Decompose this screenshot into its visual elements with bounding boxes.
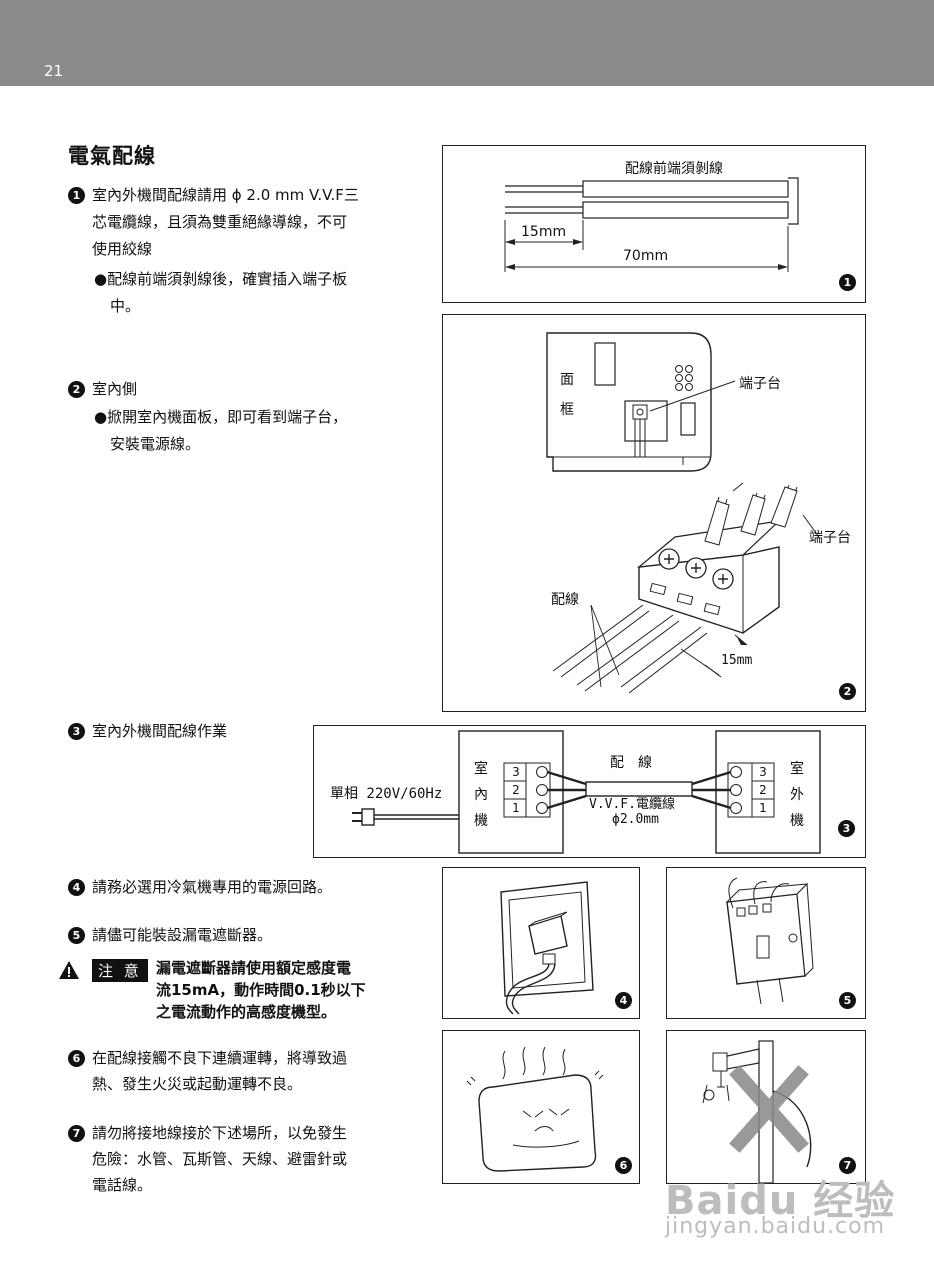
wiring-diagram <box>352 730 821 854</box>
warning-line-3: 之電流動作的高感度機型。 <box>156 1003 337 1021</box>
breaker-illustration <box>725 877 814 1005</box>
terminal-block-diagram <box>546 332 820 694</box>
step-6: 6 在配線接觸不良下連續運轉，將導致過 熱、發生火災或起動運轉不良。 <box>68 1045 347 1097</box>
step-2: 2 室內側 <box>68 376 137 403</box>
figure-badge-3: 3 <box>838 820 855 837</box>
warning-line-2: 流15mA，動作時間0.1秒以下 <box>156 981 366 999</box>
step-number-7: 7 <box>68 1125 85 1142</box>
step-1-note: ●配線前端須剝線後，確實插入端子板 中。 <box>94 266 347 320</box>
outdoor-terminals: 3 2 1 <box>757 763 769 817</box>
warning-label: 注 意 <box>92 959 148 982</box>
dimension-70mm: 70mm <box>623 248 669 264</box>
indoor-char-1: 室 <box>474 761 488 777</box>
step-2-label: 室內側 <box>92 380 138 398</box>
indoor-terminal-2: 2 <box>512 783 520 797</box>
outdoor-char-1: 室 <box>790 761 804 777</box>
figure-5-breaker: 5 <box>666 867 866 1019</box>
step-number-3: 3 <box>68 723 85 740</box>
figure-1-caption: 配線前端須剝線 <box>625 161 723 177</box>
step-number-6: 6 <box>68 1050 85 1067</box>
indoor-terminal-3: 3 <box>512 765 520 779</box>
step-6-line-1: 在配線接觸不良下連續運轉，將導致過 <box>92 1049 348 1067</box>
figure-badge-7: 7 <box>839 1157 856 1174</box>
step-number-1: 1 <box>68 187 85 204</box>
figure-badge-4: 4 <box>615 992 632 1009</box>
diameter-label: ϕ2.0mm <box>612 812 659 827</box>
figure-1-wire-strip: 配線前端須剝線 15mm 70mm 1 <box>442 145 866 303</box>
indoor-unit-label: 室 內 機 <box>474 756 488 834</box>
figure-7-pipe: 7 <box>666 1030 866 1184</box>
step-3-label: 室內外機間配線作業 <box>92 722 228 740</box>
indoor-char-3: 機 <box>474 813 488 829</box>
figure-badge-5: 5 <box>839 992 856 1009</box>
figure-badge-1: 1 <box>839 274 856 291</box>
label-wiring: 配線 <box>551 592 579 608</box>
step-7: 7 請勿將接地線接於下述場所，以免發生 危險：水管、瓦斯管、天線、避雷針或 電話… <box>68 1120 347 1198</box>
outdoor-unit-label: 室 外 機 <box>790 756 804 834</box>
label-terminal-right: 端子台 <box>809 530 851 546</box>
outdoor-char-2: 外 <box>790 787 804 803</box>
warning-icon <box>59 961 79 979</box>
step-2-note: ●掀開室內機面板，即可看到端子台， 安裝電源線。 <box>94 404 347 458</box>
power-label: 單相 220V/60Hz <box>330 786 443 802</box>
step-2-note-line-1: ●掀開室內機面板，即可看到端子台， <box>94 408 348 426</box>
step-1-note-line-2: 中。 <box>110 297 141 315</box>
label-terminal-top: 端子台 <box>739 376 781 392</box>
cable-label: V.V.F.電纜線 <box>589 797 675 812</box>
step-7-line-1: 請勿將接地線接於下述場所，以免發生 <box>92 1124 348 1142</box>
figure-badge-6: 6 <box>615 1157 632 1174</box>
header-bar: 21 <box>0 0 934 86</box>
label-panel-1: 面 <box>560 372 574 388</box>
step-number-2: 2 <box>68 381 85 398</box>
outdoor-terminal-2: 2 <box>759 783 767 797</box>
dimension-15mm-2: 15mm <box>721 653 753 668</box>
step-1-note-line-1: ●配線前端須剝線後，確實插入端子板 <box>94 270 348 288</box>
outdoor-terminal-3: 3 <box>759 765 767 779</box>
warning-text: 漏電遮斷器請使用額定感度電 流15mA，動作時間0.1秒以下 之電流動作的高感度… <box>156 957 406 1023</box>
step-2-note-line-2: 安裝電源線。 <box>110 435 201 453</box>
dimension-15mm: 15mm <box>521 224 567 240</box>
step-number-4: 4 <box>68 879 85 896</box>
step-number-5: 5 <box>68 927 85 944</box>
figure-3-wiring: 單相 220V/60Hz 室 內 機 室 外 機 3 2 1 3 2 1 配 線… <box>313 725 866 858</box>
watermark-url: jingyan.baidu.com <box>665 1214 886 1239</box>
wiring-label: 配 線 <box>610 755 652 771</box>
indoor-char-2: 內 <box>474 787 488 803</box>
step-6-line-2: 熱、發生火災或起動運轉不良。 <box>92 1075 303 1093</box>
figure-badge-2: 2 <box>839 683 856 700</box>
indoor-terminal-1: 1 <box>512 801 520 815</box>
indoor-terminals: 3 2 1 <box>510 763 522 817</box>
figure-6-overheat: 6 <box>442 1030 640 1184</box>
outdoor-terminal-1: 1 <box>759 801 767 815</box>
figure-4-outlet: 4 <box>442 867 640 1019</box>
outdoor-char-3: 機 <box>790 813 804 829</box>
step-7-line-2: 危險：水管、瓦斯管、天線、避雷針或 <box>92 1150 348 1168</box>
watermark-logo: Baidu 经验 <box>665 1178 896 1224</box>
step-1-line-3: 使用絞線 <box>92 240 153 258</box>
step-4-label: 請務必選用冷氣機專用的電源回路。 <box>92 878 333 896</box>
warning-line-1: 漏電遮斷器請使用額定感度電 <box>156 959 352 977</box>
step-1: 1 室內外機間配線請用 ϕ 2.0 mm V.V.F三 芯電纜線，且須為雙重絕緣… <box>68 182 359 263</box>
step-5-label: 請儘可能裝設漏電遮斷器。 <box>92 926 273 944</box>
overheat-illustration <box>466 1046 604 1172</box>
wire-strip-diagram <box>504 177 799 272</box>
label-panel-2: 框 <box>560 402 574 418</box>
step-1-line-1: 室內外機間配線請用 ϕ 2.0 mm V.V.F三 <box>92 186 359 204</box>
step-1-line-2: 芯電纜線，且須為雙重絕緣導線，不可 <box>92 213 348 231</box>
step-4: 4 請務必選用冷氣機專用的電源回路。 <box>68 874 332 901</box>
page-number: 21 <box>44 62 64 80</box>
water-pipe-illustration <box>702 1040 812 1183</box>
outlet-illustration <box>500 881 594 1015</box>
step-3: 3 室內外機間配線作業 <box>68 718 227 745</box>
figure-2-terminal-block: 面 框 端子台 端子台 配線 15mm 2 <box>442 314 866 712</box>
page-title: 電氣配線 <box>68 144 156 168</box>
step-7-line-3: 電話線。 <box>92 1176 153 1194</box>
step-5: 5 請儘可能裝設漏電遮斷器。 <box>68 922 272 949</box>
